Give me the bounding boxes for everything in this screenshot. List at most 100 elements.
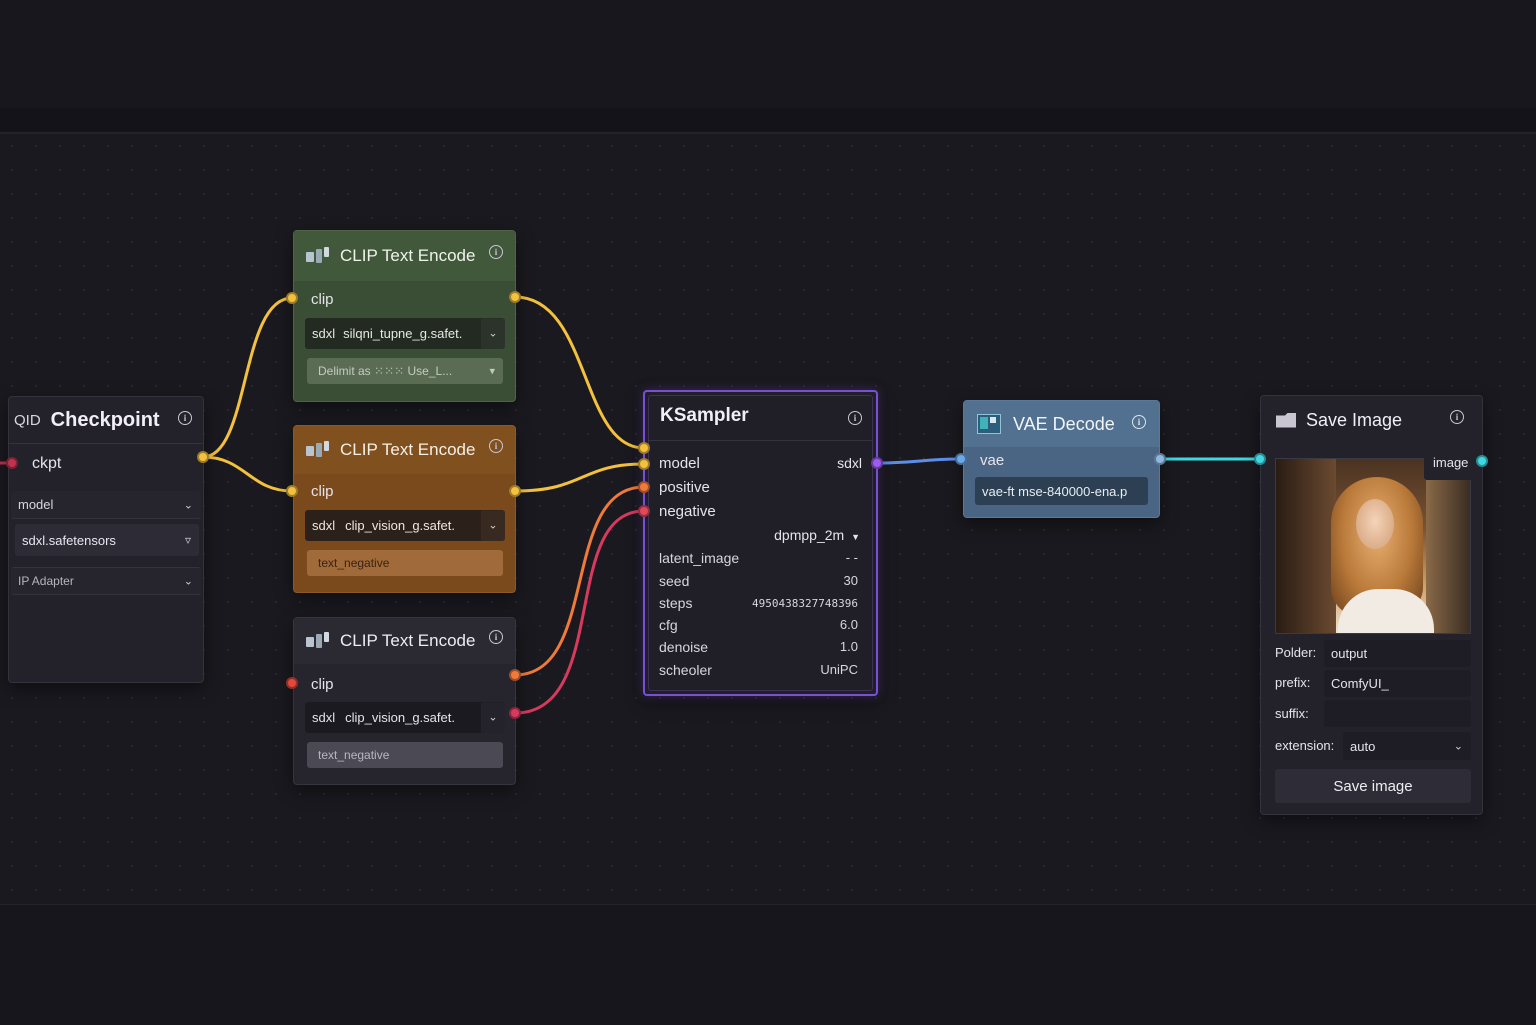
ip-adapter-dropdown[interactable]: IP Adapter ⌄ xyxy=(11,567,201,595)
extension-label: extension: xyxy=(1275,738,1335,753)
vae-output-port[interactable] xyxy=(1154,453,1166,465)
folder-label: Polder: xyxy=(1275,645,1317,660)
clip2-info-icon[interactable]: i xyxy=(489,439,503,453)
save-image-info-icon[interactable]: i xyxy=(1450,410,1464,424)
vae-decode-node[interactable]: VAE Decode i vae vae-ft mse-840000-ena.p xyxy=(963,400,1160,518)
clip1-info-icon[interactable]: i xyxy=(489,245,503,259)
chevron-down-icon: ⌄ xyxy=(481,702,505,733)
checkpoint-header[interactable]: QID Checkpoint xyxy=(9,397,203,443)
checkpoint-info-icon[interactable]: i xyxy=(178,411,192,425)
vae-input-port[interactable] xyxy=(955,453,967,465)
ksampler-title: KSampler xyxy=(660,405,749,426)
clip2-title: CLIP Text Encode xyxy=(340,440,476,459)
ksampler-input-negative: negative xyxy=(659,503,716,520)
ksampler-output-label: sdxl xyxy=(837,455,862,471)
ksampler-info-icon[interactable]: i xyxy=(848,411,862,425)
model-dropdown[interactable]: model ⌄ xyxy=(11,491,201,519)
clip-encode-node-3[interactable]: CLIP Text Encode i clip sdxl clip_vision… xyxy=(293,617,516,785)
model-select[interactable]: sdxl.safetensors ▿ xyxy=(15,524,199,556)
ksampler-input-positive: positive xyxy=(659,479,710,496)
ksampler-output-port[interactable] xyxy=(871,457,883,469)
checkpoint-title-prefix: QID xyxy=(14,411,41,429)
ckpt-output-label: ckpt xyxy=(32,455,62,472)
save-image-input-port[interactable] xyxy=(1254,453,1266,465)
preview-image[interactable] xyxy=(1275,458,1471,634)
clip1-header[interactable]: CLIP Text Encode xyxy=(294,231,515,281)
suffix-label: suffix: xyxy=(1275,706,1309,721)
extension-select[interactable]: auto ⌄ xyxy=(1343,732,1471,760)
ksampler-node[interactable]: KSampler i model sdxl positive negative … xyxy=(643,390,878,696)
checkpoint-node[interactable]: QID Checkpoint i ckpt model ⌄ sdxl.safet… xyxy=(8,396,204,683)
clip1-input-port[interactable] xyxy=(286,292,298,304)
clip-encode-node-2[interactable]: CLIP Text Encode i clip sdxl clip_vision… xyxy=(293,425,516,593)
top-toolbar xyxy=(0,0,1536,108)
ksampler-model-port-2[interactable] xyxy=(638,458,650,470)
chevron-down-icon: ⌄ xyxy=(183,499,193,511)
ksampler-positive-port[interactable] xyxy=(638,481,650,493)
clip-encode-node-1[interactable]: CLIP Text Encode i clip sdxl silqni_tupn… xyxy=(293,230,516,402)
save-image-button[interactable]: Save image xyxy=(1275,769,1471,803)
ksampler-input-model: model xyxy=(659,455,700,472)
prefix-input[interactable]: ComfyUI_ xyxy=(1324,670,1471,697)
vae-title: VAE Decode xyxy=(1013,413,1115,434)
encode-icon xyxy=(306,632,330,650)
chevron-down-icon: ⌄ xyxy=(183,575,193,588)
chevron-down-icon: ▿ xyxy=(184,533,191,547)
clip2-output-port[interactable] xyxy=(509,485,521,497)
clip1-output-port[interactable] xyxy=(509,291,521,303)
chevron-down-icon: ⌄ xyxy=(481,318,505,349)
vae-icon xyxy=(977,414,1001,434)
clip1-model-select[interactable]: sdxl silqni_tupne_g.safet. ⌄ xyxy=(305,318,505,349)
sampler-select[interactable]: dpmpp_2m ▼ xyxy=(774,527,860,543)
caret-down-icon: ▼ xyxy=(851,532,860,542)
ksampler-negative-port[interactable] xyxy=(638,505,650,517)
clip3-input-port[interactable] xyxy=(286,677,298,689)
clip3-info-icon[interactable]: i xyxy=(489,630,503,644)
ksampler-header[interactable]: KSampler xyxy=(645,392,876,440)
clip2-model-select[interactable]: sdxl clip_vision_g.safet. ⌄ xyxy=(305,510,505,541)
chevron-down-icon: ⌄ xyxy=(1453,740,1463,753)
prefix-label: prefix: xyxy=(1275,675,1311,690)
bottom-panel xyxy=(0,904,1536,1025)
suffix-input[interactable] xyxy=(1324,700,1471,727)
ckpt-input-port[interactable] xyxy=(6,457,18,469)
param-latent-image[interactable]: latent_image- - xyxy=(659,550,858,566)
vae-header[interactable]: VAE Decode xyxy=(964,401,1159,447)
save-image-title: Save Image xyxy=(1306,409,1403,430)
clip1-input-label: clip xyxy=(311,291,334,308)
clip2-text-field[interactable]: text_negative xyxy=(307,550,503,576)
chevron-down-icon: ⌄ xyxy=(481,510,505,541)
encode-icon xyxy=(306,441,330,459)
chevron-down-icon: ▾ xyxy=(489,365,495,378)
clip3-text-field[interactable]: text_negative xyxy=(307,742,503,768)
toolbar-divider xyxy=(0,108,1536,134)
encode-icon xyxy=(306,247,330,265)
clip3-model-select[interactable]: sdxl clip_vision_g.safet. ⌄ xyxy=(305,702,505,733)
clip1-title: CLIP Text Encode xyxy=(340,246,476,265)
clip3-negative-output-port[interactable] xyxy=(509,707,521,719)
save-image-node[interactable]: Save Image i image Polder: output prefix… xyxy=(1260,395,1483,815)
clip2-input-port[interactable] xyxy=(286,485,298,497)
save-image-output-port[interactable] xyxy=(1476,455,1488,467)
clip2-header[interactable]: CLIP Text Encode xyxy=(294,426,515,474)
clip3-positive-output-port[interactable] xyxy=(509,669,521,681)
vae-model-field[interactable]: vae-ft mse-840000-ena.p xyxy=(975,477,1148,505)
clip3-input-label: clip xyxy=(311,676,334,693)
checkpoint-title: Checkpoint xyxy=(50,408,160,431)
clip3-title: CLIP Text Encode xyxy=(340,631,476,650)
clip3-header[interactable]: CLIP Text Encode xyxy=(294,618,515,664)
vae-input-label: vae xyxy=(980,452,1005,469)
clip1-text-field[interactable]: Delimit as ⁙⁙⁙ Use_L... ▾ xyxy=(307,358,503,384)
vae-info-icon[interactable]: i xyxy=(1132,415,1146,429)
folder-input[interactable]: output xyxy=(1324,640,1471,667)
save-image-header[interactable]: Save Image xyxy=(1261,396,1482,444)
ckpt-output-port[interactable] xyxy=(197,451,209,463)
image-output-tag: image xyxy=(1424,448,1482,480)
ksampler-model-port[interactable] xyxy=(638,442,650,454)
save-image-icon xyxy=(1276,412,1296,428)
